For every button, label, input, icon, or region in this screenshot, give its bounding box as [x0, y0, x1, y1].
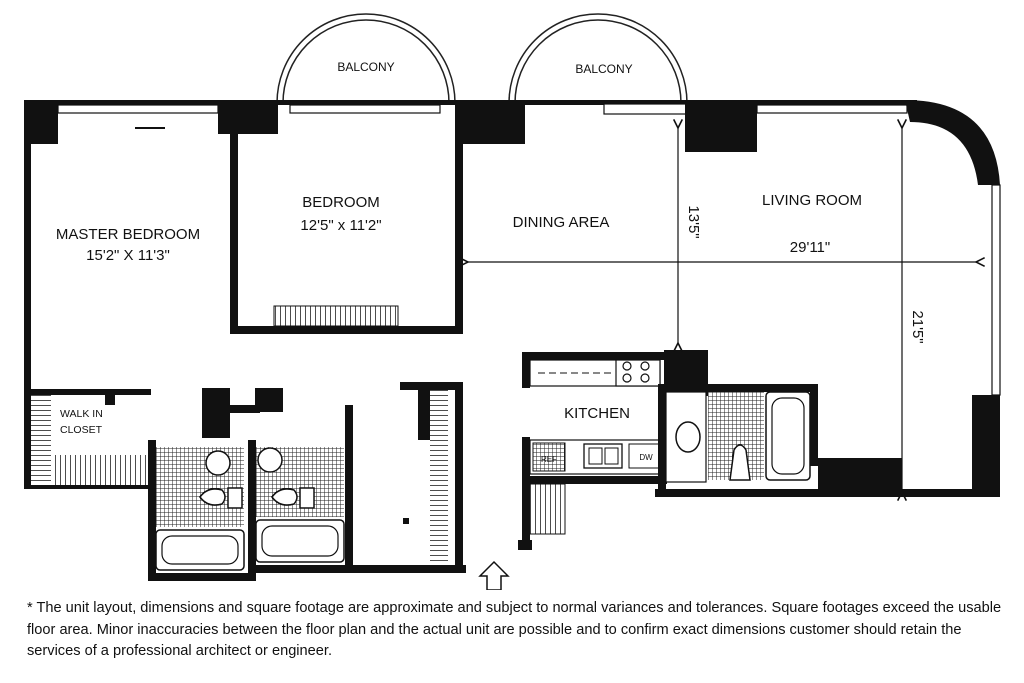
depth-right-dimension-label: 21'5" [909, 310, 926, 343]
bedroom-label: BEDROOM [302, 194, 380, 211]
width-dimension-label: 29'11" [790, 239, 830, 256]
closet-label-line1: WALK IN [60, 408, 103, 420]
bathroom-right [658, 384, 902, 496]
disclaimer-text: * The unit layout, dimensions and square… [27, 600, 1002, 659]
bathroom-middle [255, 447, 345, 563]
floor-plan: BALCONY BALCONY MASTER BEDROOM 15'2" X 1… [24, 13, 1001, 590]
depth-left-dimension-label: 13'5" [685, 205, 702, 238]
bedroom-dims: 12'5" x 11'2" [300, 217, 381, 234]
right-wall [655, 184, 1001, 497]
balcony-right [508, 13, 688, 104]
interior-walls [31, 134, 466, 581]
closet-label-line2: CLOSET [60, 424, 103, 436]
refrigerator-label: REF [541, 455, 557, 464]
left-wall [24, 144, 149, 489]
kitchen [518, 350, 708, 550]
living-room-label: LIVING ROOM [762, 192, 862, 209]
balcony-left-label: BALCONY [337, 60, 394, 74]
top-wall [24, 100, 1000, 185]
kitchen-label: KITCHEN [564, 405, 630, 422]
dining-area-label: DINING AREA [513, 214, 610, 231]
master-bedroom-dims: 15'2" X 11'3" [86, 247, 170, 264]
balcony-left [276, 13, 456, 104]
entry-arrow-icon [478, 560, 510, 590]
dimension-lines [468, 128, 976, 492]
bathroom-left [155, 447, 245, 571]
balcony-right-label: BALCONY [575, 62, 632, 76]
dishwasher-label: DW [639, 453, 653, 462]
master-bedroom-label: MASTER BEDROOM [56, 226, 200, 243]
